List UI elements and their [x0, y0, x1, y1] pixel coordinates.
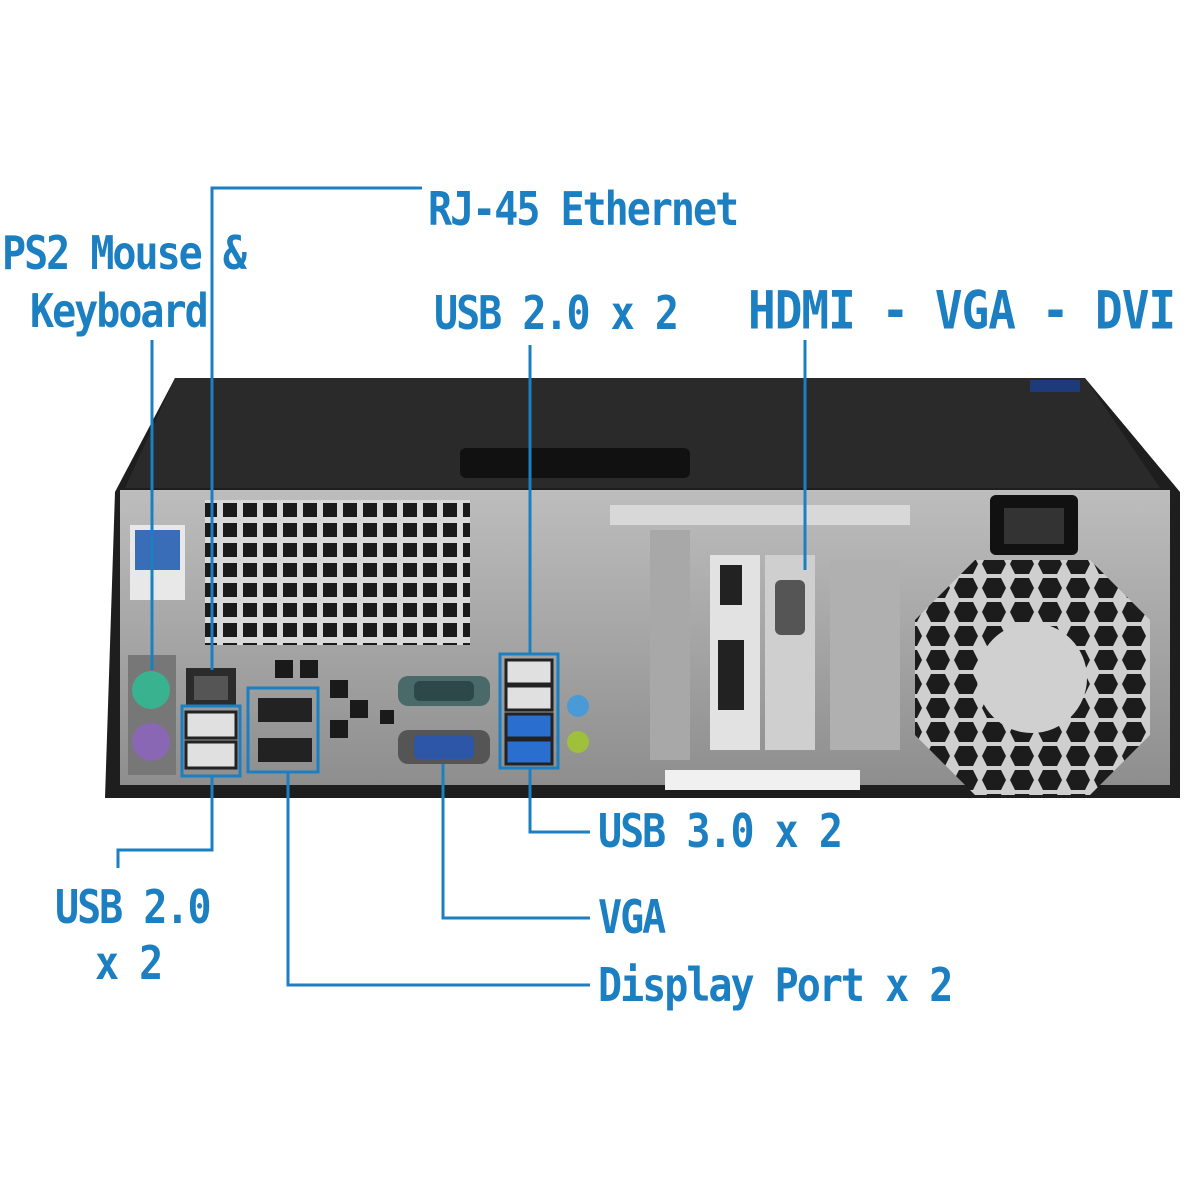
audio-line-in-jack [567, 695, 589, 717]
callout-rj45-ethernet: RJ-45 Ethernet [428, 183, 739, 237]
bottom-label [665, 770, 860, 790]
callout-vga: VGA [598, 891, 666, 945]
usb-2-ports-right [504, 658, 554, 712]
power-inlet [990, 495, 1078, 555]
psu-fan [915, 560, 1150, 795]
io-knockouts [275, 660, 394, 738]
displayport-ports [258, 698, 312, 762]
ps2-keyboard-port [132, 723, 170, 761]
ps2-ports [128, 655, 176, 775]
serial-port [398, 676, 490, 706]
callout-usb20-top: USB 2.0 x 2 [434, 287, 679, 341]
callout-hdmi-vga-dvi: HDMI - VGA - DVI [748, 279, 1176, 342]
callout-ps2-line1: PS2 Mouse & [2, 227, 247, 281]
vga-card-port [775, 580, 805, 635]
usb-3-ports [504, 712, 554, 766]
windows-sticker [130, 525, 185, 600]
callout-usb20-left-line2: x 2 [95, 937, 163, 991]
expansion-slots [610, 505, 910, 760]
callout-usb20-left-line1: USB 2.0 [55, 881, 212, 935]
vent-grille [205, 500, 470, 645]
ps2-mouse-port [132, 671, 170, 709]
ethernet-port [186, 668, 236, 706]
dvi-port [718, 640, 744, 710]
audio-line-out-jack [567, 731, 589, 753]
vga-port [398, 730, 490, 764]
hdmi-port [720, 565, 742, 605]
callout-displayport: Display Port x 2 [598, 959, 953, 1013]
callout-ps2-line2: Keyboard [30, 285, 209, 339]
callout-usb30: USB 3.0 x 2 [598, 805, 843, 859]
callout-leader-lines [116, 186, 807, 987]
usb-2-ports-left [184, 710, 238, 770]
